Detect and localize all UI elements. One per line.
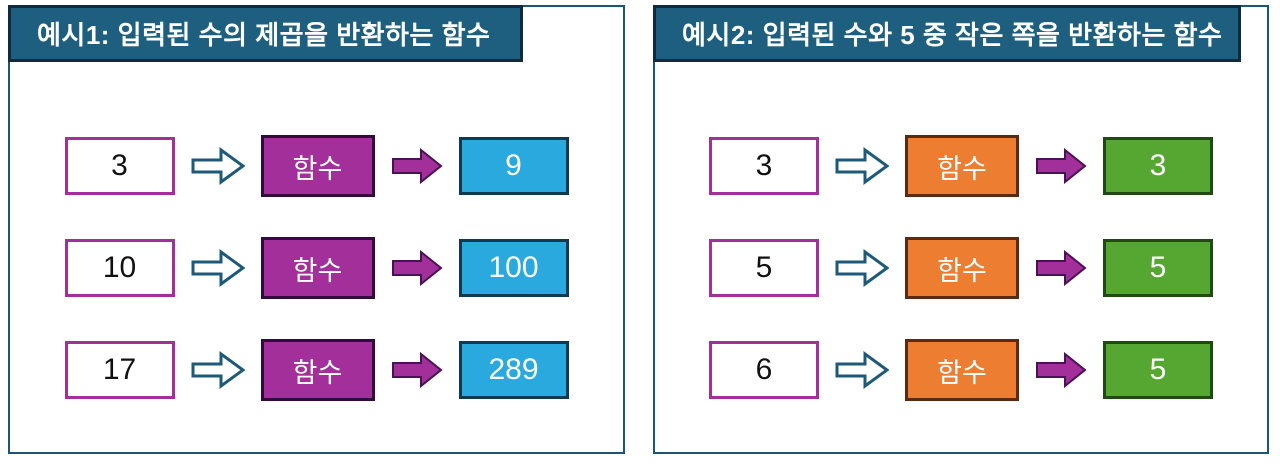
right-arrow-outline-icon <box>191 351 245 389</box>
mapping-row: 3 함수 9 <box>64 135 569 197</box>
input-value: 3 <box>755 149 773 182</box>
panel-example1-rows: 3 함수 9 10 함수 <box>10 7 623 401</box>
output-value: 9 <box>505 149 522 182</box>
function-label: 함수 <box>292 153 343 184</box>
panel-example2-rows: 3 함수 3 5 함수 <box>655 7 1267 401</box>
panel-example2-title: 예시2: 입력된 수와 5 중 작은 쪽을 반환하는 함수 <box>682 20 1223 50</box>
right-arrow-filled-icon <box>391 352 443 388</box>
output-value: 100 <box>488 251 539 284</box>
input-value: 3 <box>111 149 128 182</box>
output-box: 100 <box>458 239 569 297</box>
mapping-row: 10 함수 100 <box>64 237 569 299</box>
input-value: 6 <box>755 353 773 386</box>
output-box: 5 <box>1103 239 1213 297</box>
function-label: 함수 <box>937 153 987 184</box>
input-box: 17 <box>64 341 175 399</box>
function-box: 함수 <box>905 339 1019 401</box>
output-value: 3 <box>1149 149 1167 182</box>
panel-example2: 예시2: 입력된 수와 5 중 작은 쪽을 반환하는 함수 3 함수 3 5 <box>653 5 1269 454</box>
output-box: 5 <box>1103 341 1213 399</box>
right-arrow-outline-icon <box>835 249 889 287</box>
right-arrow-filled-icon <box>391 250 443 286</box>
mapping-row: 5 함수 5 <box>709 237 1213 299</box>
right-arrow-outline-icon <box>835 351 889 389</box>
right-arrow-filled-icon <box>1036 352 1087 388</box>
function-label: 함수 <box>292 255 343 286</box>
output-box: 9 <box>458 137 569 195</box>
input-box: 10 <box>64 239 175 297</box>
output-value: 5 <box>1149 353 1167 386</box>
input-box: 5 <box>709 239 819 297</box>
function-box: 함수 <box>260 135 375 197</box>
function-box: 함수 <box>905 237 1019 299</box>
panel-example2-title-bar: 예시2: 입력된 수와 5 중 작은 쪽을 반환하는 함수 <box>653 5 1241 62</box>
panel-example1: 예시1: 입력된 수의 제곱을 반환하는 함수 3 함수 9 10 <box>8 5 625 454</box>
right-arrow-outline-icon <box>191 249 245 287</box>
function-box: 함수 <box>905 135 1019 197</box>
input-value: 10 <box>102 251 137 284</box>
input-box: 3 <box>64 137 175 195</box>
right-arrow-filled-icon <box>1036 250 1087 286</box>
function-label: 함수 <box>937 255 987 286</box>
right-arrow-outline-icon <box>835 147 889 185</box>
input-box: 3 <box>709 137 819 195</box>
right-arrow-filled-icon <box>1036 148 1087 184</box>
output-value: 289 <box>488 353 539 386</box>
right-arrow-filled-icon <box>391 148 443 184</box>
function-label: 함수 <box>937 357 987 388</box>
function-box: 함수 <box>260 339 375 401</box>
output-value: 5 <box>1149 251 1167 284</box>
mapping-row: 17 함수 289 <box>64 339 569 401</box>
input-value: 17 <box>102 353 137 386</box>
panel-example1-title-bar: 예시1: 입력된 수의 제곱을 반환하는 함수 <box>8 5 523 62</box>
function-label: 함수 <box>292 357 343 388</box>
mapping-row: 3 함수 3 <box>709 135 1213 197</box>
mapping-row: 6 함수 5 <box>709 339 1213 401</box>
input-value: 5 <box>755 251 773 284</box>
output-box: 3 <box>1103 137 1213 195</box>
function-box: 함수 <box>260 237 375 299</box>
right-arrow-outline-icon <box>191 147 245 185</box>
output-box: 289 <box>458 341 569 399</box>
input-box: 6 <box>709 341 819 399</box>
panel-example1-title: 예시1: 입력된 수의 제곱을 반환하는 함수 <box>37 20 491 50</box>
